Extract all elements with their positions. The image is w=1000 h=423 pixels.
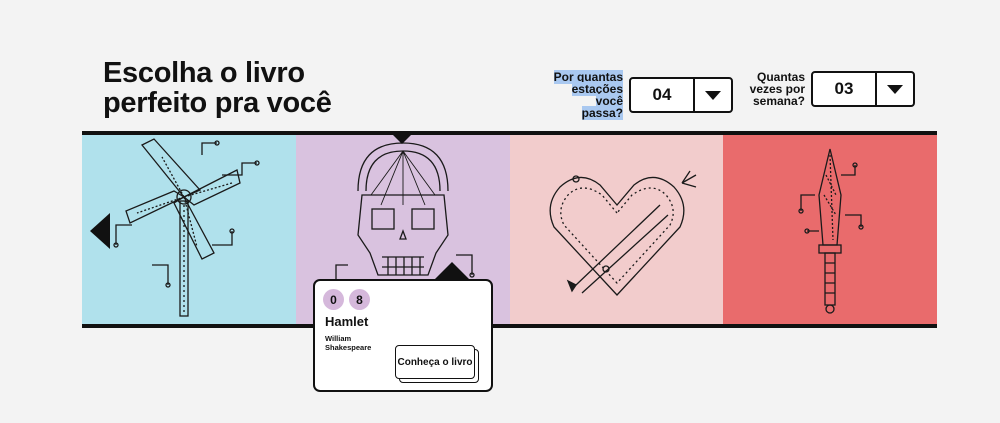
book-number: 0 8 [323, 289, 370, 310]
broken-heart-icon [549, 170, 696, 296]
book-number-digit: 0 [323, 289, 344, 310]
stations-select[interactable]: 04 [629, 77, 733, 113]
book-number-digit: 8 [349, 289, 370, 310]
dagger-icon [798, 148, 864, 314]
times-dropdown-button[interactable] [877, 73, 913, 105]
page-title: Escolha o livro perfeito pra você [103, 57, 332, 119]
stations-label: Por quantas estações você passa? [553, 70, 623, 120]
book-carousel [82, 131, 937, 328]
book-card: 0 8 Hamlet William Shakespeare Conheça o… [313, 279, 493, 392]
times-label: Quantas vezes por semana? [749, 70, 805, 108]
times-select[interactable]: 03 [811, 71, 915, 107]
chevron-down-icon [887, 84, 903, 94]
learn-more-button-wrap: Conheça o livro [395, 345, 479, 383]
stations-value: 04 [631, 79, 695, 111]
stations-control: Por quantas estações você passa? 04 [553, 70, 733, 120]
card-pointer [434, 262, 470, 280]
book-panel-dagger[interactable] [723, 135, 937, 324]
pinwheel-icon [113, 138, 260, 317]
book-title: Hamlet [325, 314, 369, 329]
learn-more-button[interactable]: Conheça o livro [395, 345, 475, 379]
book-panel-heart[interactable] [509, 135, 724, 324]
active-panel-notch [393, 135, 411, 144]
times-control: Quantas vezes por semana? 03 [741, 71, 915, 107]
times-value: 03 [813, 73, 877, 105]
book-author: William Shakespeare [325, 334, 372, 352]
stations-dropdown-button[interactable] [695, 79, 731, 111]
carousel-prev-button[interactable] [90, 213, 110, 249]
book-panel-pinwheel[interactable] [82, 135, 296, 324]
chevron-down-icon [705, 90, 721, 100]
